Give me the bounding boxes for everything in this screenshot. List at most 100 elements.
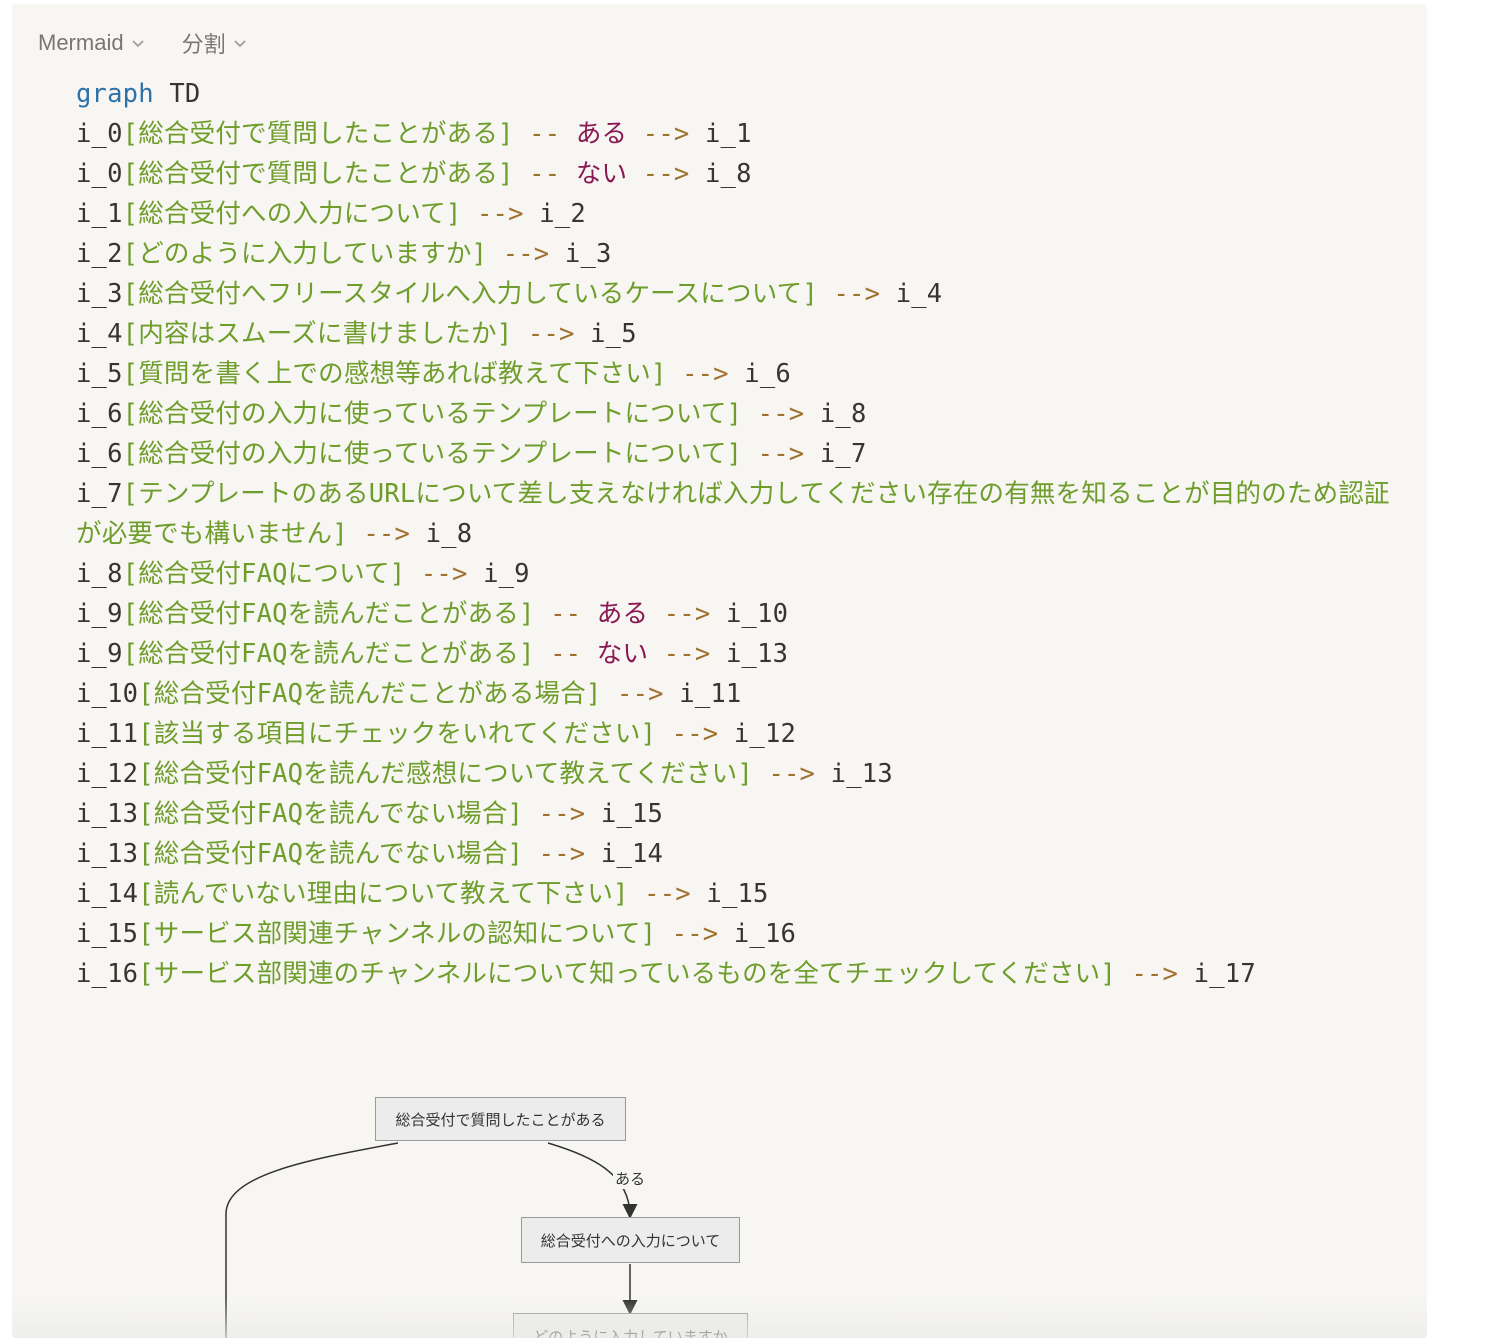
code-token-lbl: [総合受付で質問したことがある] — [122, 159, 514, 189]
code-token-arr: --> — [663, 599, 711, 629]
diagram-edges — [225, 1142, 638, 1338]
chevron-down-icon — [132, 40, 144, 48]
code-line: i_7[テンプレートのあるURLについて差し支えなければ入力してください存在の有… — [76, 474, 1406, 554]
code-token — [1116, 959, 1132, 989]
code-token: i_16 — [76, 959, 139, 989]
code-token — [560, 119, 576, 149]
code-token-arr: --> — [502, 239, 550, 269]
code-token-lbl: [総合受付FAQを読んでない場合] — [138, 839, 524, 869]
code-token: i_2 — [523, 199, 586, 229]
code-token-arr: -- — [529, 119, 561, 149]
code-token-lbl: [該当する項目にチェックをいれてください] — [138, 719, 657, 749]
code-token-arr: --> — [476, 199, 524, 229]
code-token-arr: --> — [671, 719, 719, 749]
code-token — [656, 919, 672, 949]
code-token: TD — [153, 79, 201, 109]
code-token: i_13 — [815, 759, 893, 789]
code-token-lbl: [テンプレートのあるURLについて差し支えなければ入力してください存在の有無を知… — [76, 479, 1390, 549]
code-token: i_11 — [76, 719, 139, 749]
mermaid-diagram-preview: 総合受付で質問したことがある ある 総合受付への入力について どのように入力して… — [12, 1044, 1427, 1338]
code-line: i_6[総合受付の入力に使っているテンプレートについて] --> i_7 — [76, 434, 1406, 474]
code-token-arr: --> — [663, 639, 711, 669]
code-line: i_5[質問を書く上での感想等あれば教えて下さい] --> i_6 — [76, 354, 1406, 394]
code-token-arr: --> — [538, 799, 586, 829]
code-line: i_12[総合受付FAQを読んだ感想について教えてください] --> i_13 — [76, 754, 1406, 794]
code-token-arr: --> — [527, 319, 575, 349]
code-token — [627, 119, 643, 149]
code-token — [742, 399, 758, 429]
diagram-node-i2: どのように入力していますか — [513, 1313, 748, 1338]
code-token — [487, 239, 503, 269]
code-token: i_6 — [76, 399, 123, 429]
code-token-lbl: [総合受付の入力に使っているテンプレートについて] — [122, 399, 743, 429]
code-token-lbl: [総合受付FAQについて] — [122, 559, 406, 589]
code-token-lbl: [どのように入力していますか] — [122, 239, 488, 269]
code-token — [742, 439, 758, 469]
code-line: i_0[総合受付で質問したことがある] -- ある --> i_1 — [76, 114, 1406, 154]
code-token: i_13 — [710, 639, 789, 669]
code-token-arr: -- — [550, 639, 582, 669]
code-token — [601, 679, 617, 709]
code-token — [523, 799, 539, 829]
diagram-edge-label-yes: ある — [613, 1168, 648, 1189]
code-token: i_15 — [690, 879, 769, 909]
code-token: i_0 — [76, 119, 123, 149]
code-token-lbl: [サービス部関連チャンネルの認知について] — [138, 919, 657, 949]
code-token — [523, 839, 539, 869]
code-token — [753, 759, 769, 789]
code-token — [581, 639, 597, 669]
code-token — [514, 119, 530, 149]
code-token-lbl: [質問を書く上での感想等あれば教えて下さい] — [122, 359, 667, 389]
code-token — [514, 159, 530, 189]
code-token-arr: --> — [671, 919, 719, 949]
code-token-lbl: [総合受付FAQを読んだことがある場合] — [138, 679, 602, 709]
code-token: i_13 — [76, 839, 139, 869]
code-token: i_8 — [76, 559, 123, 589]
code-token: i_14 — [76, 879, 139, 909]
diagram-node-i0: 総合受付で質問したことがある — [375, 1097, 626, 1141]
code-token: i_6 — [76, 439, 123, 469]
code-token: i_15 — [585, 799, 664, 829]
code-token-lbl: [内容はスムーズに書けましたか] — [122, 319, 513, 349]
code-token-lbl: [総合受付FAQを読んだ感想について教えてください] — [138, 759, 753, 789]
code-token: i_9 — [76, 639, 123, 669]
code-token: i_10 — [76, 679, 139, 709]
code-token: i_6 — [728, 359, 791, 389]
code-token-lbl: [サービス部関連のチャンネルについて知っているものを全てチェックしてください] — [138, 959, 1116, 989]
code-token — [405, 559, 421, 589]
code-line: i_14[読んでいない理由について教えて下さい] --> i_15 — [76, 874, 1406, 914]
code-token-elab: ある — [575, 119, 628, 149]
chevron-down-icon — [234, 40, 246, 48]
code-token: i_12 — [76, 759, 139, 789]
code-line: i_1[総合受付への入力について] --> i_2 — [76, 194, 1406, 234]
code-token-lbl: [読んでいない理由について教えて下さい] — [138, 879, 629, 909]
language-dropdown[interactable]: Mermaid — [38, 30, 146, 56]
diagram-node-i1: 総合受付への入力について — [521, 1217, 740, 1263]
code-token: i_5 — [76, 359, 123, 389]
code-token: i_4 — [880, 279, 943, 309]
code-line: i_10[総合受付FAQを読んだことがある場合] --> i_11 — [76, 674, 1406, 714]
split-view-dropdown[interactable]: 分割 — [182, 27, 248, 59]
code-token — [667, 359, 683, 389]
code-token — [629, 879, 645, 909]
code-token: i_5 — [574, 319, 637, 349]
code-token: i_3 — [76, 279, 123, 309]
code-token — [512, 319, 528, 349]
code-line: i_9[総合受付FAQを読んだことがある] -- ない --> i_13 — [76, 634, 1406, 674]
code-line: graph TD — [76, 74, 1406, 114]
code-token: i_14 — [585, 839, 664, 869]
code-token — [656, 719, 672, 749]
code-token-lbl: [総合受付FAQを読んでない場合] — [138, 799, 524, 829]
code-token: i_9 — [76, 599, 123, 629]
code-line: i_4[内容はスムーズに書けましたか] --> i_5 — [76, 314, 1406, 354]
code-token-arr: --> — [682, 359, 729, 389]
code-line: i_15[サービス部関連チャンネルの認知について] --> i_16 — [76, 914, 1406, 954]
code-token: i_13 — [76, 799, 139, 829]
code-token — [648, 639, 664, 669]
code-token-lbl: [総合受付へフリースタイルへ入力しているケースについて] — [122, 279, 818, 309]
code-token-arr: --> — [538, 839, 586, 869]
code-token: i_8 — [689, 159, 752, 189]
code-token-lbl: [総合受付FAQを読んだことがある] — [122, 599, 535, 629]
code-token — [461, 199, 477, 229]
